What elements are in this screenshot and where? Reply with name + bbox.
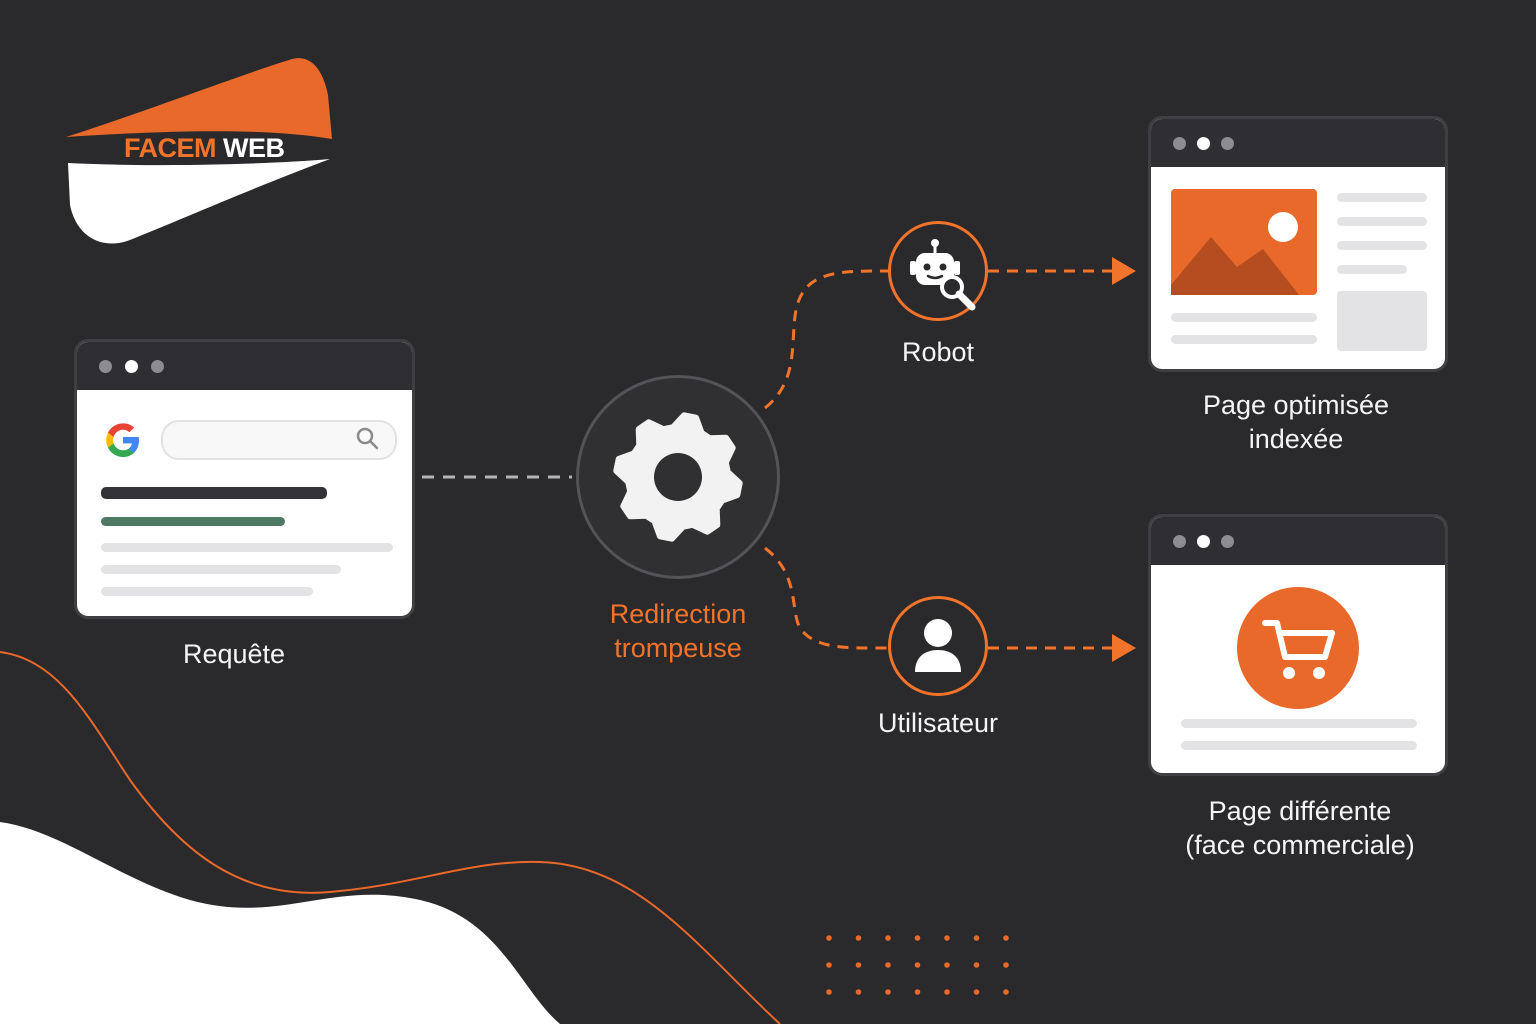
arrowhead-robot-page-icon bbox=[1112, 257, 1136, 285]
window-dot-icon bbox=[99, 360, 112, 373]
decor-dot bbox=[914, 962, 921, 968]
decor-dot bbox=[885, 989, 891, 995]
browser-title-bar bbox=[1151, 119, 1445, 167]
decor-dot bbox=[973, 962, 980, 968]
window-dot-icon bbox=[1221, 535, 1234, 548]
shopping-cart-icon bbox=[1262, 620, 1335, 679]
orange-wave-line bbox=[0, 651, 781, 1024]
cart-circle[interactable] bbox=[1237, 587, 1359, 709]
search-input[interactable] bbox=[161, 420, 397, 460]
window-dot-icon bbox=[1197, 535, 1210, 548]
magnifier-icon[interactable] bbox=[355, 426, 381, 452]
robot-node bbox=[888, 221, 988, 321]
browser-title-bar bbox=[1151, 517, 1445, 565]
request-browser-card bbox=[74, 339, 415, 619]
decor-dot bbox=[1003, 962, 1009, 968]
text-line bbox=[1337, 265, 1407, 274]
decor-dot bbox=[973, 935, 980, 941]
decor-dot bbox=[944, 962, 950, 968]
result-snippet-line bbox=[101, 543, 393, 552]
decor-dot bbox=[855, 989, 862, 995]
decor-dot bbox=[914, 935, 921, 941]
decor-dot bbox=[855, 962, 862, 968]
decor-dot bbox=[914, 989, 921, 995]
decor-dot bbox=[1003, 989, 1009, 995]
logo-brand-right: WEB bbox=[223, 133, 285, 163]
text-line bbox=[1171, 313, 1317, 322]
optimized-page-label: Page optimisée indexée bbox=[1148, 388, 1444, 456]
logo: FACEM WEB bbox=[60, 55, 340, 250]
browser-title-bar bbox=[77, 342, 412, 390]
text-line bbox=[1337, 193, 1427, 202]
robot-label: Robot bbox=[901, 337, 975, 367]
redirect-label-line1: Redirection bbox=[609, 599, 747, 629]
logo-swoosh-shape bbox=[66, 58, 332, 244]
gear-icon bbox=[613, 412, 743, 542]
content-block bbox=[1337, 291, 1427, 351]
decor-dot bbox=[826, 962, 832, 968]
google-g-icon bbox=[106, 423, 139, 457]
text-line bbox=[1171, 335, 1317, 344]
text-line bbox=[1181, 719, 1417, 728]
redirect-label-line2: trompeuse bbox=[614, 633, 742, 663]
redirect-label: Redirection trompeuse bbox=[560, 597, 796, 665]
decor-dot bbox=[944, 989, 950, 995]
optimized-page-label-line1: Page optimisée bbox=[1202, 390, 1390, 420]
decor-dot bbox=[1003, 935, 1009, 941]
gear-hole bbox=[654, 453, 702, 501]
user-node bbox=[888, 596, 988, 696]
dot-grid bbox=[826, 935, 1009, 995]
different-page-label: Page différente (face commerciale) bbox=[1140, 794, 1460, 862]
optimized-page-label-line2: indexée bbox=[1248, 424, 1344, 454]
optimized-page-card bbox=[1148, 116, 1448, 372]
connector-redirect-robot bbox=[764, 269, 889, 410]
window-dot-icon bbox=[125, 360, 138, 373]
robot-search-icon bbox=[910, 239, 976, 311]
user-label: Utilisateur bbox=[877, 708, 999, 738]
decor-dot bbox=[944, 935, 950, 941]
result-snippet-line bbox=[101, 565, 341, 574]
text-line bbox=[1337, 217, 1427, 226]
request-label: Requête bbox=[182, 639, 286, 669]
redirect-node bbox=[576, 375, 780, 579]
image-placeholder-icon bbox=[1171, 189, 1317, 295]
window-dot-icon bbox=[1173, 535, 1186, 548]
decor-dot bbox=[885, 935, 891, 941]
result-title-line bbox=[101, 487, 327, 499]
decor-dot bbox=[973, 989, 980, 995]
different-page-card bbox=[1148, 514, 1448, 776]
window-dot-icon bbox=[1173, 137, 1186, 150]
window-dot-icon bbox=[1221, 137, 1234, 150]
different-page-label-line1: Page différente bbox=[1208, 796, 1392, 826]
result-snippet-line bbox=[101, 587, 313, 596]
different-page-label-line2: (face commerciale) bbox=[1185, 830, 1415, 860]
window-dot-icon bbox=[1197, 137, 1210, 150]
decor-dot bbox=[826, 989, 832, 995]
window-dot-icon bbox=[151, 360, 164, 373]
result-url-line bbox=[101, 517, 285, 526]
decor-dot bbox=[855, 935, 862, 941]
text-line bbox=[1337, 241, 1427, 250]
white-wave-shape bbox=[0, 822, 560, 1024]
decor-dot bbox=[885, 962, 891, 968]
text-line bbox=[1181, 741, 1417, 750]
decor-dot bbox=[826, 935, 832, 941]
logo-brand-left: FACEM bbox=[124, 133, 217, 163]
arrowhead-user-page-icon bbox=[1112, 634, 1136, 662]
user-icon bbox=[915, 619, 961, 672]
